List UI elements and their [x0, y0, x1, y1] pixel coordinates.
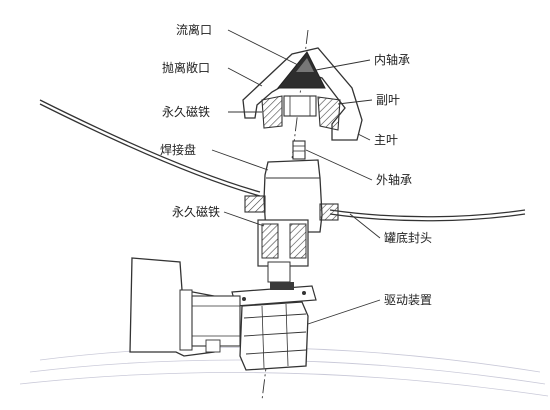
label-qudongzhuangzhi: 驱动装置 [384, 293, 432, 307]
outer-bearing [292, 140, 306, 160]
label-yongjiucitie-top: 永久磁铁 [162, 104, 210, 119]
label-fuye: 副叶 [376, 93, 400, 107]
label-liulikou: 流离口 [176, 22, 212, 37]
leader-lines [211, 29, 381, 325]
label-paolisankou: 抛离敞口 [162, 60, 210, 75]
drive-flange [231, 282, 317, 307]
label-neizhoucheng: 内轴承 [374, 52, 410, 67]
tank-bottom-head [39, 99, 526, 222]
drive-unit [129, 257, 309, 371]
label-waizhoucheng: 外轴承 [376, 172, 412, 187]
main-impeller [242, 47, 363, 141]
label-hanjiepan: 焊接盘 [160, 142, 196, 157]
label-guandifengtou: 罐底封头 [384, 230, 432, 245]
label-yongjiucitie-bottom: 永久磁铁 [172, 204, 220, 219]
label-zhuye: 主叶 [374, 133, 398, 147]
lower-magnet-coupling [257, 219, 309, 283]
weld-plate-housing [244, 159, 339, 233]
